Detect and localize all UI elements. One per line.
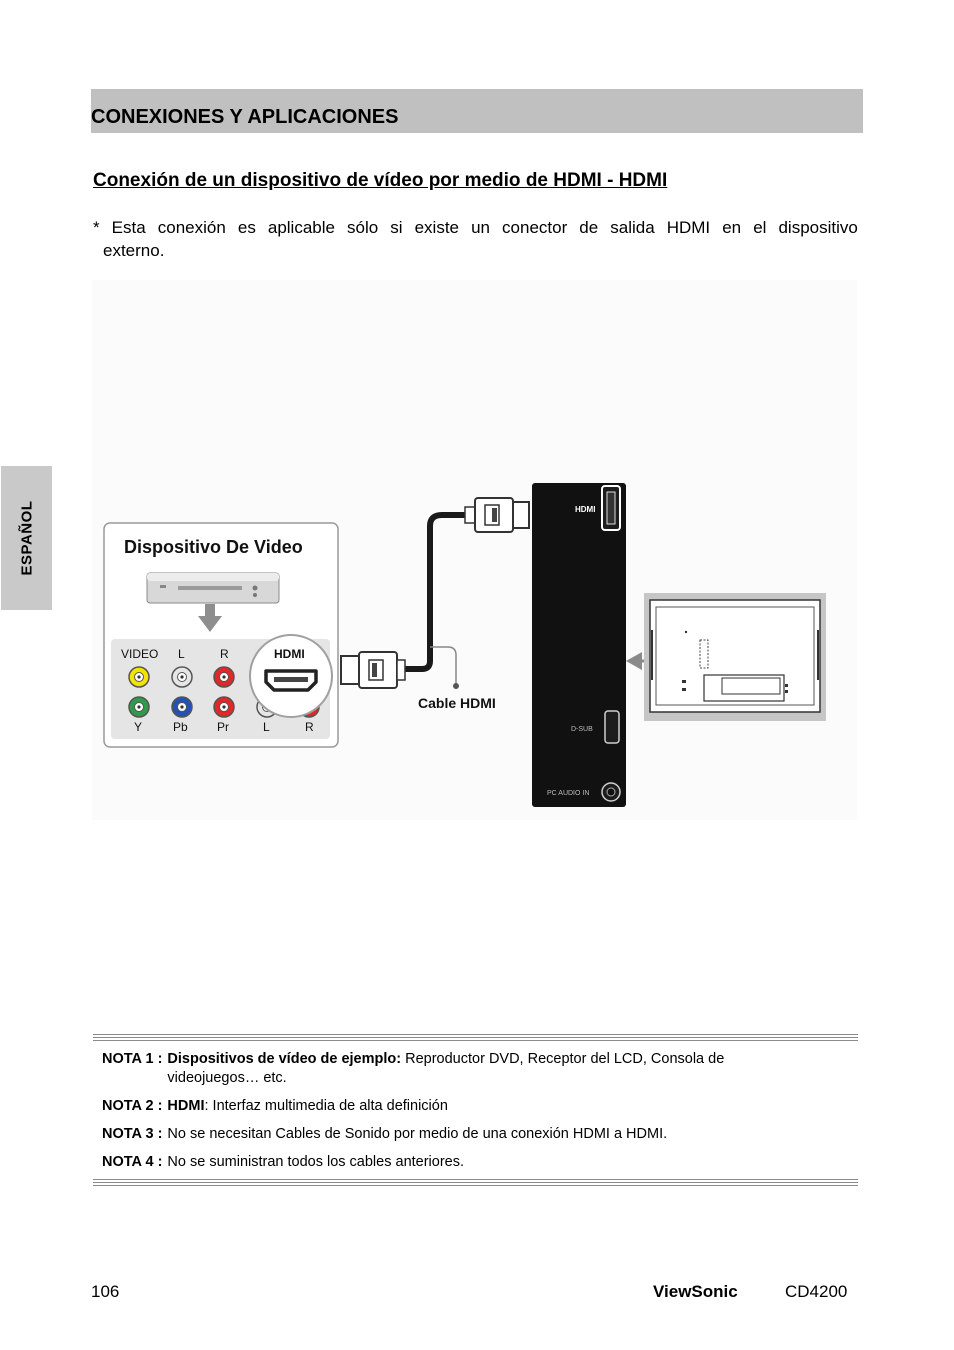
footer-brand: ViewSonic <box>653 1282 738 1301</box>
intro-word: * <box>93 218 100 237</box>
notes-top-rule-2 <box>93 1037 858 1038</box>
intro-word: un <box>471 218 490 237</box>
page-number: 106 <box>91 1282 120 1301</box>
note-label: NOTA 1 : <box>102 1051 163 1067</box>
note-bold-text: Dispositivos de vídeo de ejemplo: <box>167 1051 402 1067</box>
intro-word: existe <box>414 218 460 237</box>
note-bold-text: HDMI <box>167 1098 205 1114</box>
note-body: Dispositivos de vídeo de ejemplo: Reprod… <box>167 1050 724 1088</box>
diagram-svg: Dispositivo De Video VIDEO L R <box>92 280 857 820</box>
intro-word: conexión <box>157 218 226 237</box>
device-title: Dispositivo De Video <box>124 537 303 557</box>
intro-word: el <box>753 218 767 237</box>
monitor-side-panel <box>532 483 626 807</box>
rca-jack-pr-red <box>213 696 235 718</box>
notes-top-rule-3 <box>93 1040 858 1041</box>
intro-word: sólo <box>347 218 379 237</box>
note-text: : Interfaz multimedia de alta definición <box>204 1098 448 1114</box>
footer-model: CD4200 <box>785 1282 848 1301</box>
note-text: No se necesitan Cables de Sonido por med… <box>167 1126 668 1142</box>
panel-pc-audio-jack <box>601 782 621 802</box>
intro-word: salida <box>610 218 655 237</box>
hdmi-cable <box>401 512 470 672</box>
panel-pc-audio-label: PC AUDIO IN <box>547 790 589 797</box>
note-continuation: videojuegos… etc. <box>167 1070 287 1086</box>
section-header-bar: CONEXIONES Y APLICACIONES <box>91 89 863 133</box>
notes-bottom-rule-3 <box>93 1185 858 1186</box>
rca-jack-video-yellow <box>128 666 150 688</box>
down-arrow-icon <box>198 604 222 632</box>
panel-dsub-label: D-SUB <box>571 726 593 733</box>
jack-label-y: Y <box>134 720 142 734</box>
rca-jack-y-green <box>128 696 150 718</box>
intro-word: HDMI <box>666 218 711 237</box>
language-label: ESPAÑOL <box>18 500 35 576</box>
jack-label-r-bottom: R <box>305 720 314 734</box>
note-body: HDMI: Interfaz multimedia de alta defini… <box>167 1097 447 1116</box>
connection-diagram: Dispositivo De Video VIDEO L R <box>92 280 857 820</box>
note-1: NOTA 1 : Dispositivos de vídeo de ejempl… <box>102 1050 842 1088</box>
note-label: NOTA 4 : <box>102 1154 163 1170</box>
rca-jack-audio-r-red <box>213 666 235 688</box>
subheading: Conexión de un dispositivo de vídeo por … <box>93 170 668 191</box>
rca-jack-pb-blue <box>171 696 193 718</box>
note-label: NOTA 3 : <box>102 1126 163 1142</box>
dvd-player-icon <box>146 572 280 604</box>
intro-word: si <box>390 218 403 237</box>
jack-label-r: R <box>220 647 229 661</box>
panel-hdmi-port <box>601 485 621 531</box>
note-text: No se suministran todos los cables anter… <box>167 1154 465 1170</box>
note-label: NOTA 2 : <box>102 1098 163 1114</box>
cable-label-leader <box>430 646 457 685</box>
panel-dsub-port <box>604 710 620 744</box>
hdmi-plug-upper <box>464 497 530 533</box>
notes-bottom-rule-2 <box>93 1182 858 1183</box>
intro-word: dispositivo <box>778 218 858 237</box>
note-text: Reproductor DVD, Receptor del LCD, Conso… <box>401 1051 725 1067</box>
device-hdmi-label: HDMI <box>274 647 305 661</box>
panel-hdmi-label: HDMI <box>575 505 595 514</box>
monitor-rear-thumbnail <box>644 593 826 721</box>
jack-label-pb: Pb <box>173 720 188 734</box>
intro-line-2: externo. <box>103 241 165 260</box>
intro-word: de <box>579 218 599 237</box>
hdmi-plug-lower <box>340 651 406 689</box>
jack-label-l-bottom: L <box>263 720 270 734</box>
jack-label-pr: Pr <box>217 720 229 734</box>
jack-label-l: L <box>178 647 185 661</box>
note-4: NOTA 4 : No se suministran todos los cab… <box>102 1153 842 1172</box>
notes-top-rule-1 <box>93 1034 858 1035</box>
intro-word: conector <box>502 218 568 237</box>
intro-word: aplicable <box>267 218 335 237</box>
notes-bottom-rule-1 <box>93 1179 858 1180</box>
cable-label-dot <box>453 683 459 689</box>
device-hdmi-port: HDMI <box>249 634 333 718</box>
intro-word: en <box>722 218 742 237</box>
intro-word: Esta <box>111 218 146 237</box>
intro-word: es <box>237 218 256 237</box>
language-side-tab: ESPAÑOL <box>1 466 52 610</box>
note-3: NOTA 3 : No se necesitan Cables de Sonid… <box>102 1125 842 1144</box>
rca-jack-audio-l-white <box>171 666 193 688</box>
note-2: NOTA 2 : HDMI: Interfaz multimedia de al… <box>102 1097 842 1116</box>
notes-list: NOTA 1 : Dispositivos de vídeo de ejempl… <box>102 1050 842 1181</box>
jack-label-video: VIDEO <box>121 647 158 661</box>
cable-label: Cable HDMI <box>418 695 496 711</box>
section-title: CONEXIONES Y APLICACIONES <box>91 106 399 128</box>
